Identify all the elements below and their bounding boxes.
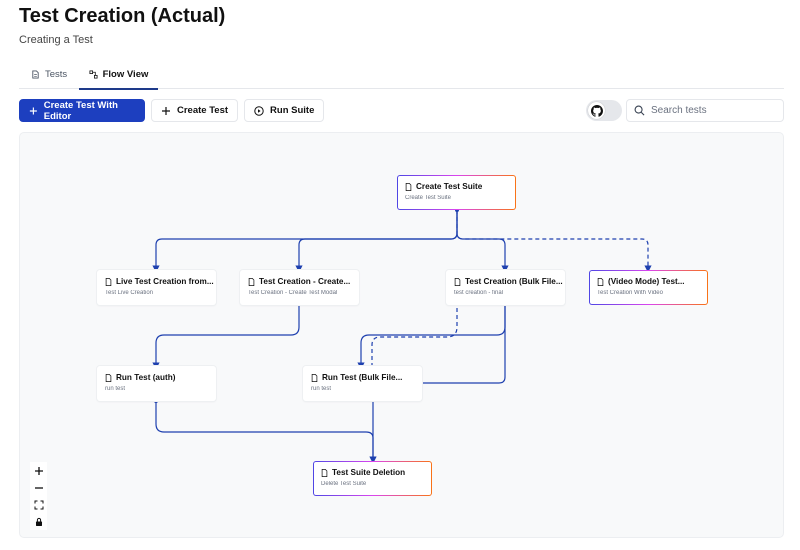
file-icon — [248, 277, 255, 286]
toolbar: Create Test With Editor Create Test Run … — [19, 99, 325, 122]
edge-suite-modal — [295, 210, 458, 273]
page-subtitle: Creating a Test — [19, 34, 93, 46]
node-title: Test Creation - Create... — [259, 277, 351, 286]
tab-flow-view-label: Flow View — [102, 69, 149, 80]
plus-icon — [34, 466, 43, 475]
node-title: Run Test (Bulk File... — [322, 373, 403, 382]
github-icon — [590, 104, 603, 117]
node-subtitle: Test Live Creation — [105, 290, 154, 296]
lock-icon — [35, 517, 42, 526]
node-title: Create Test Suite — [416, 182, 483, 191]
page-title: Test Creation (Actual) — [19, 5, 226, 27]
tab-flow-view[interactable]: Flow View — [79, 60, 158, 90]
lock-button[interactable] — [30, 513, 47, 530]
node-title: Run Test (auth) — [116, 373, 176, 382]
edge-bulk-runbulk-dashed — [371, 273, 458, 366]
edge-runauth-delete — [155, 401, 377, 464]
run-suite-button[interactable]: Run Suite — [244, 99, 325, 122]
node-subtitle: test creation - final — [454, 290, 504, 296]
node-test-suite-deletion[interactable]: Test Suite Deletion Delete Test Suite — [313, 461, 432, 496]
plus-icon — [29, 107, 37, 114]
node-subtitle: Test Creation - Create Test Modal — [248, 290, 338, 296]
zoom-in-button[interactable] — [30, 462, 47, 479]
node-title: Test Suite Deletion — [332, 468, 406, 477]
edge-bulk-delete — [421, 304, 506, 384]
zoom-out-button[interactable] — [30, 479, 47, 496]
node-live-test-creation[interactable]: Live Test Creation from... Test Live Cre… — [97, 270, 216, 305]
file-icon — [597, 277, 604, 286]
node-subtitle: Create Test Suite — [405, 195, 451, 201]
workflow-icon — [89, 70, 98, 79]
node-create-test-suite[interactable]: Create Test Suite Create Test Suite — [397, 175, 516, 210]
canvas-controls — [30, 462, 47, 530]
node-title: Test Creation (Bulk File... — [465, 277, 563, 286]
search-icon — [634, 105, 645, 116]
file-icon — [405, 182, 412, 191]
node-run-test-bulk[interactable]: Run Test (Bulk File... run test — [303, 366, 422, 401]
node-subtitle: run test — [311, 386, 332, 392]
node-subtitle: Delete Test Suite — [321, 481, 367, 487]
run-suite-label: Run Suite — [270, 105, 315, 116]
fit-view-icon — [34, 500, 43, 509]
plus-icon — [162, 106, 170, 115]
fit-view-button[interactable] — [30, 496, 47, 513]
node-video-mode-test[interactable]: (Video Mode) Test... Test Creation With … — [589, 270, 708, 305]
file-icon — [311, 373, 318, 382]
create-test-label: Create Test — [177, 105, 229, 116]
tab-tests-label: Tests — [45, 69, 68, 80]
tab-tests[interactable]: Tests — [31, 60, 67, 89]
handle-suite-out — [455, 208, 459, 212]
file-icon — [105, 373, 112, 382]
flow-canvas[interactable]: Create Test Suite Create Test Suite Live… — [19, 132, 784, 538]
node-title: (Video Mode) Test... — [608, 277, 685, 286]
tab-bar: Tests Flow View — [19, 60, 784, 90]
file-icon — [454, 277, 461, 286]
edge-bulk-runbulk — [357, 304, 506, 370]
node-run-test-auth[interactable]: Run Test (auth) run test — [97, 366, 216, 401]
create-test-with-editor-button[interactable]: Create Test With Editor — [19, 99, 145, 122]
node-test-creation-modal[interactable]: Test Creation - Create... Test Creation … — [240, 270, 359, 305]
file-icon — [105, 277, 112, 286]
github-toggle[interactable] — [586, 100, 622, 121]
toggle-knob — [588, 102, 605, 119]
search-box — [626, 99, 784, 122]
edge-suite-video — [456, 210, 652, 273]
node-title: Live Test Creation from... — [116, 277, 214, 286]
create-test-button[interactable]: Create Test — [151, 99, 239, 122]
file-icon — [321, 468, 328, 477]
node-test-creation-bulk[interactable]: Test Creation (Bulk File... test creatio… — [446, 270, 565, 305]
minus-icon — [34, 486, 43, 489]
node-subtitle: run test — [105, 386, 126, 392]
node-subtitle: Test Creation With Video — [597, 290, 663, 296]
search-input[interactable] — [651, 105, 779, 116]
edge-modal-runauth — [152, 304, 300, 370]
play-circle-icon — [254, 105, 264, 116]
create-test-with-editor-label: Create Test With Editor — [43, 99, 118, 122]
file-icon — [32, 70, 39, 79]
